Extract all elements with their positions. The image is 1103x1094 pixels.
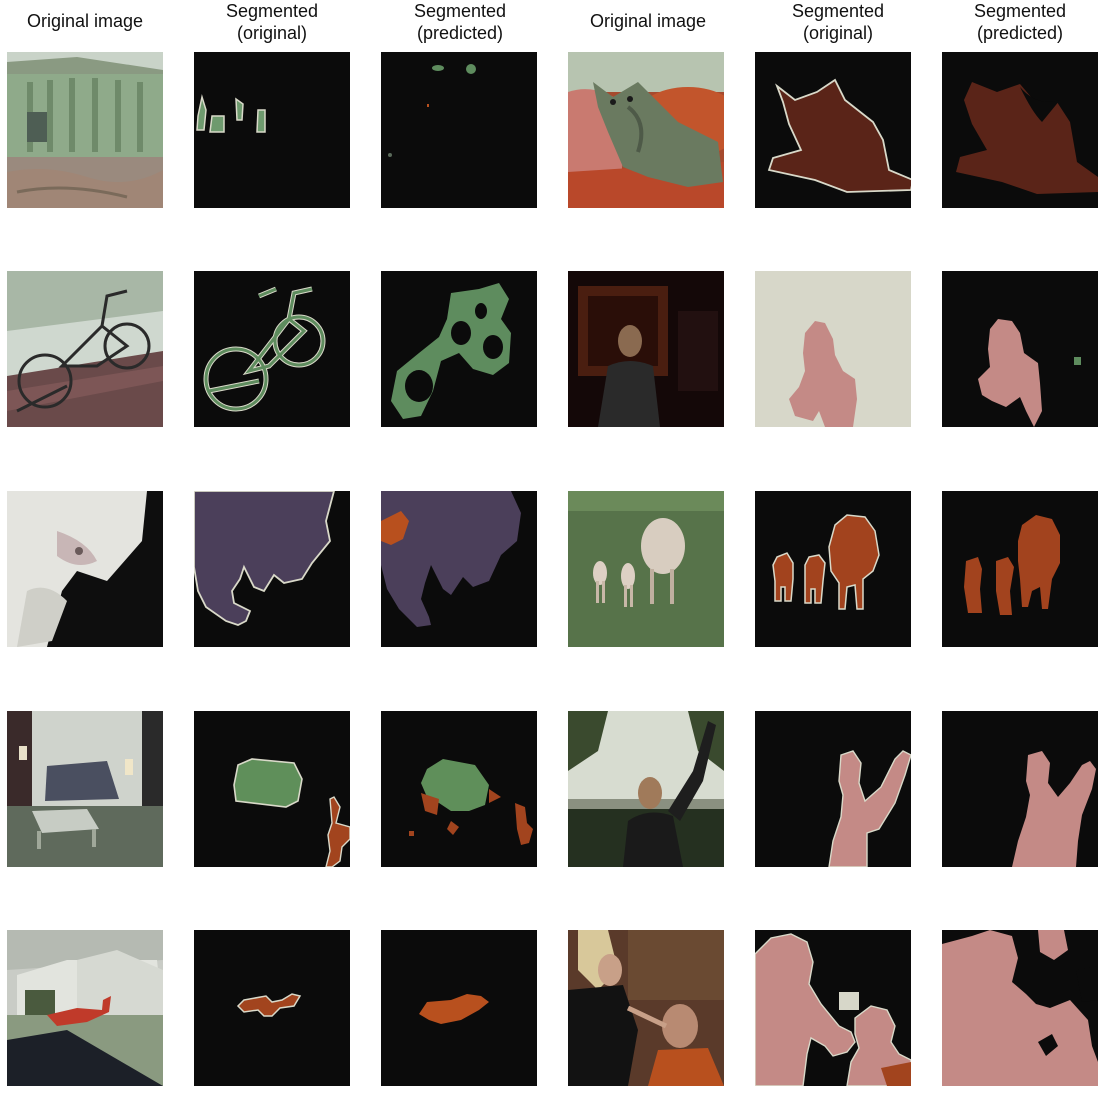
segmented-original-cat <box>755 52 911 208</box>
header-original-image-1: Original image <box>26 11 144 31</box>
original-image-cat <box>568 52 724 208</box>
segmented-original-living-room <box>194 711 350 867</box>
original-image-sheep <box>568 491 724 647</box>
segmented-predicted-man-waving <box>942 711 1098 867</box>
segmented-predicted-dog <box>381 491 537 647</box>
segmented-original-person-dark <box>755 271 911 427</box>
segmented-predicted-living-room <box>381 711 537 867</box>
segmented-original-airplane <box>194 930 350 1086</box>
segmented-original-dog <box>194 491 350 647</box>
original-image-makeup <box>568 930 724 1086</box>
header-segmented-original-1: Segmented (original) <box>225 1 319 43</box>
segmented-predicted-sheep <box>942 491 1098 647</box>
original-image-airplane <box>7 930 163 1086</box>
original-image-building <box>7 52 163 208</box>
segmented-predicted-person-dark <box>942 271 1098 427</box>
segmented-predicted-building <box>381 52 537 208</box>
segmented-predicted-makeup <box>942 930 1098 1086</box>
segmented-original-building <box>194 52 350 208</box>
segmented-original-makeup <box>755 930 911 1086</box>
original-image-man-waving <box>568 711 724 867</box>
original-image-bicycle <box>7 271 163 427</box>
header-segmented-predicted-1: Segmented (predicted) <box>413 1 507 43</box>
original-image-person-dark <box>568 271 724 427</box>
header-segmented-original-2: Segmented (original) <box>791 1 885 43</box>
segmented-predicted-airplane <box>381 930 537 1086</box>
segmented-original-man-waving <box>755 711 911 867</box>
header-segmented-predicted-2: Segmented (predicted) <box>973 1 1067 43</box>
segmented-predicted-bicycle <box>381 271 537 427</box>
original-image-living-room <box>7 711 163 867</box>
header-original-image-2: Original image <box>589 11 707 31</box>
segmented-predicted-cat <box>942 52 1098 208</box>
segmented-original-bicycle <box>194 271 350 427</box>
segmented-original-sheep <box>755 491 911 647</box>
original-image-dog <box>7 491 163 647</box>
